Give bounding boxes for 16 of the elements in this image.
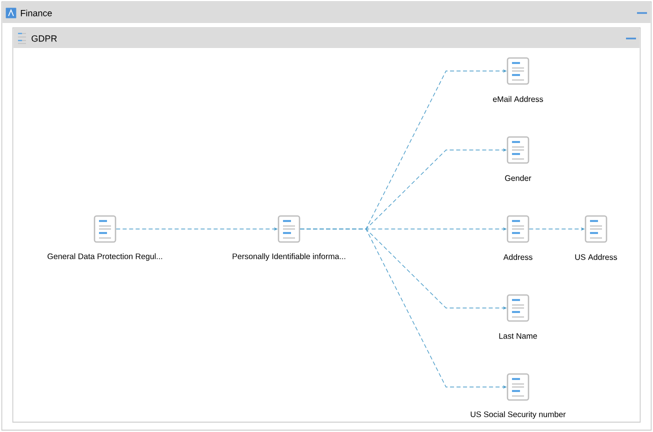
- node-label: US Social Security number: [470, 411, 566, 419]
- document-node: Last Name: [499, 294, 537, 339]
- node-label: General Data Protection Regul...: [48, 253, 162, 261]
- node-label: Address: [503, 254, 532, 260]
- document-node: General Data Protection Regul...: [48, 215, 162, 261]
- document-node: US Address: [575, 215, 618, 260]
- node-label: Personally Identifiable informa...: [232, 253, 346, 261]
- document-node: Gender: [505, 136, 532, 181]
- document-node: eMail Address: [493, 57, 544, 102]
- node-label: Last Name: [499, 333, 537, 339]
- node-label: eMail Address: [493, 96, 544, 102]
- node-label: US Address: [575, 254, 618, 260]
- document-node: US Social Security number: [470, 373, 566, 419]
- node-label: Gender: [505, 175, 532, 181]
- document-node: Address: [503, 215, 532, 260]
- document-node: Personally Identifiable informa...: [232, 215, 346, 261]
